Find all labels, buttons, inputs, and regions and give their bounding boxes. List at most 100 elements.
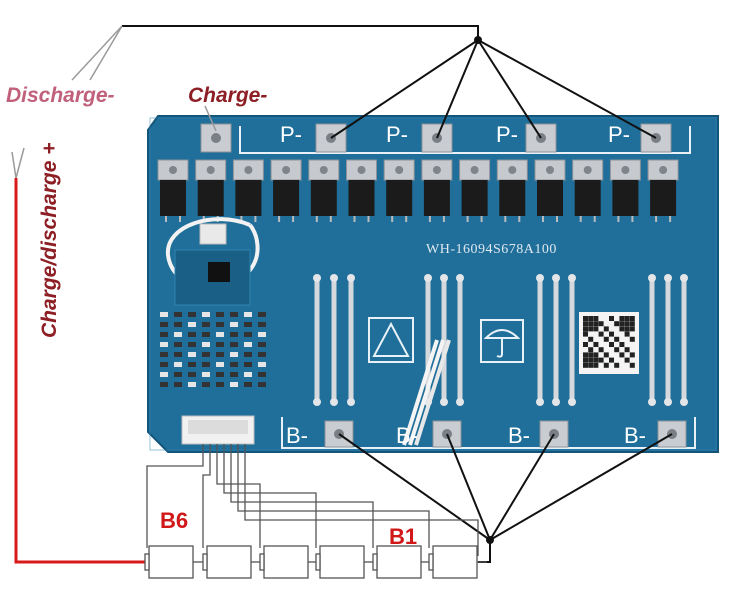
smd-component (230, 372, 238, 377)
smd-component (202, 372, 210, 377)
smd-component (258, 312, 266, 317)
shunt-rod (536, 274, 544, 406)
mosfet (270, 159, 302, 222)
p-terminal-label-3: P- (496, 122, 518, 147)
charge-negative-label: Charge- (188, 84, 268, 107)
smd-component (188, 312, 196, 317)
balance-lead (230, 444, 374, 548)
smd-component (230, 352, 238, 357)
shunt-rod (313, 274, 321, 406)
smd-component (244, 322, 252, 327)
b-terminal-label-1: B- (286, 423, 308, 448)
esd-warning-icon (368, 317, 414, 363)
smd-component (188, 332, 196, 337)
battery-cell (202, 545, 261, 579)
mosfet (157, 159, 189, 222)
smd-component (244, 372, 252, 377)
smd-component (202, 352, 210, 357)
keep-dry-icon (480, 319, 524, 363)
positive-leader-lines (11, 147, 25, 179)
b-terminal-label-2: B- (396, 423, 418, 448)
board-model-silkscreen: WH-16094S678A100 (426, 242, 557, 257)
smd-component (174, 312, 182, 317)
smd-component (230, 382, 238, 387)
smd-component (216, 372, 224, 377)
smd-component (188, 362, 196, 367)
shunt-rod (568, 274, 576, 406)
smd-component (258, 362, 266, 367)
balance-lead (146, 444, 204, 548)
smd-component (188, 322, 196, 327)
smd-component (174, 382, 182, 387)
mosfet (609, 159, 641, 222)
smd-component (202, 382, 210, 387)
charge-discharge-positive-label: Charge/discharge + (38, 142, 61, 339)
smd-component (230, 312, 238, 317)
shunt-rod (648, 274, 656, 406)
battery-cell (144, 545, 203, 579)
smd-component (244, 312, 252, 317)
shunt-rod (440, 274, 448, 406)
smd-component (230, 362, 238, 367)
shunt-rod (664, 274, 672, 406)
shunt-rod (456, 274, 464, 406)
smd-component (216, 382, 224, 387)
smd-component (258, 342, 266, 347)
balance-connector (181, 415, 255, 445)
battery-cell (372, 545, 431, 579)
smd-component (216, 332, 224, 337)
balance-leads (146, 444, 479, 556)
smd-component (188, 372, 196, 377)
smd-component (174, 342, 182, 347)
balance-lead (237, 444, 430, 548)
mosfet (308, 159, 340, 222)
smd-component (160, 352, 168, 357)
smd-component (230, 342, 238, 347)
smd-component (258, 382, 266, 387)
battery-cells (144, 545, 487, 579)
p-terminal-label-4: P- (608, 122, 630, 147)
balance-lead (244, 444, 479, 556)
charge-leader-line (204, 105, 217, 132)
smd-component (258, 332, 266, 337)
smd-component (202, 332, 210, 337)
shunt-rod (330, 274, 338, 406)
shunt-rod (347, 274, 355, 406)
p-terminal-label-2: P- (386, 122, 408, 147)
smd-component (230, 322, 238, 327)
smd-component (160, 312, 168, 317)
mosfet (572, 159, 604, 222)
discharge-leader-lines (71, 25, 123, 81)
smd-component (202, 362, 210, 367)
smd-component (174, 352, 182, 357)
smd-component (160, 322, 168, 327)
cell-b1-label: B1 (389, 524, 418, 549)
mosfet (195, 159, 227, 222)
control-ic-area (174, 249, 251, 306)
smd-component (174, 372, 182, 377)
balance-lead (202, 444, 211, 548)
b-minus-wiring (338, 433, 673, 563)
p-minus-wiring (122, 25, 657, 139)
mosfet (232, 159, 264, 222)
board-ribbon-wires (402, 339, 451, 446)
qr-code (579, 312, 639, 374)
smd-component (244, 382, 252, 387)
discharge-negative-label: Discharge- (6, 84, 115, 107)
smd-component (244, 342, 252, 347)
smd-component (202, 322, 210, 327)
smd-component (258, 372, 266, 377)
smd-component (174, 322, 182, 327)
smd-component (230, 332, 238, 337)
smd-component (160, 362, 168, 367)
mosfet (459, 159, 491, 222)
p-terminal-label-1: P- (280, 122, 302, 147)
smd-component (216, 312, 224, 317)
mosfet (534, 159, 566, 222)
smd-component (202, 312, 210, 317)
shunt-rod (680, 274, 688, 406)
smd-component (216, 362, 224, 367)
smd-component (160, 372, 168, 377)
